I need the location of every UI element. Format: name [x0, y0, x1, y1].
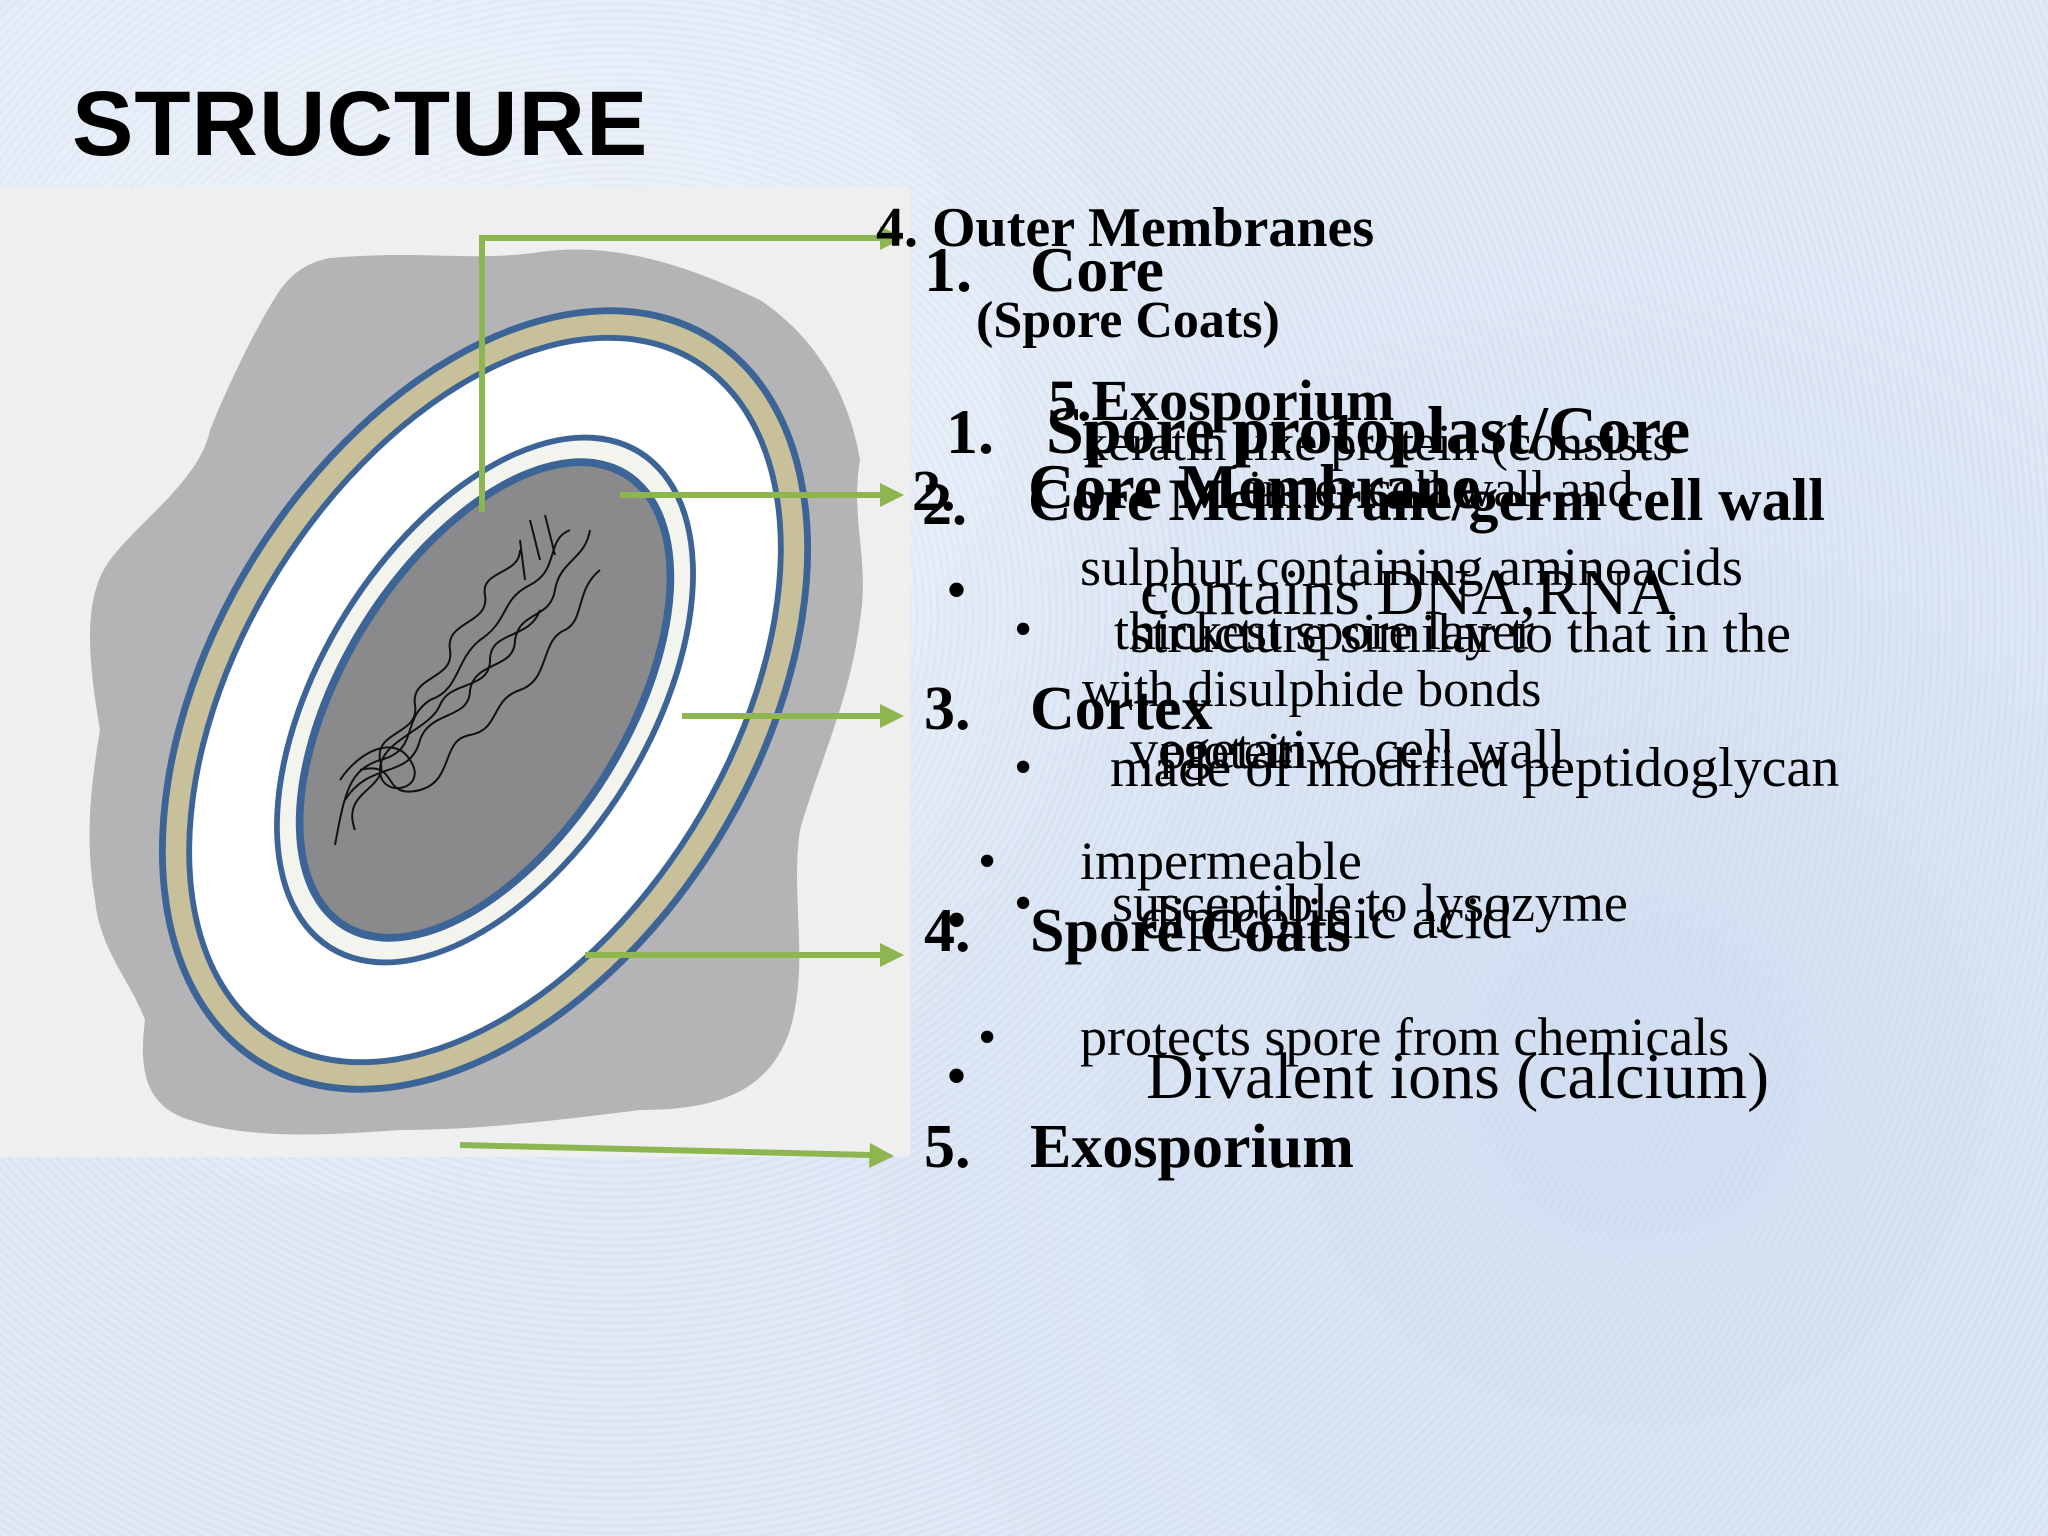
- modified-text: made of modified peptidoglycan: [1110, 737, 1840, 799]
- bullet: •: [946, 887, 968, 953]
- bullet: •: [946, 557, 968, 623]
- outer-membranes-heading: 4. Outer Membranes: [876, 197, 1375, 259]
- inner-cell-wall-text: inner cell wall and: [1248, 461, 1634, 518]
- thickest-text: thickest spore layer: [1114, 601, 1534, 661]
- protoplast-label: Spore protoplast/Core: [1046, 392, 1691, 468]
- protects-text: protects spore from chemicals: [1080, 1007, 1730, 1067]
- label-num-cortex: 3.: [924, 675, 971, 743]
- dipicolinic-text: dipicolinic acid: [1140, 885, 1512, 951]
- bullet: •: [978, 833, 997, 890]
- impermeable-text: impermeable: [1080, 831, 1362, 891]
- protein-text: protein: [1160, 723, 1308, 780]
- label-num-exosporium: 5.: [924, 1113, 971, 1181]
- core-membrane-label: Core Membrane: [1028, 451, 1480, 522]
- arrowheads: [869, 226, 904, 1168]
- leader-lines: [459, 235, 880, 1158]
- label-spore-coats: Spore Coats: [1030, 897, 1351, 965]
- divalent-text: Divalent ions (calcium): [1146, 1040, 1770, 1113]
- label-core: Core: [1030, 234, 1164, 305]
- bullet: •: [1014, 739, 1033, 796]
- label-exosporium: Exosporium: [1030, 1113, 1354, 1181]
- core-membrane-germ-label: Core Membrane/germ cell wall: [1028, 467, 1825, 533]
- spore-rings: [158, 307, 812, 1093]
- slide-title: STRUCTURE: [72, 73, 649, 175]
- keratin-text: keratin like protein (consists: [1082, 415, 1673, 472]
- spore-coats-paren: (Spore Coats): [976, 292, 1280, 349]
- bullet: •: [978, 1009, 997, 1066]
- bullet: •: [1014, 601, 1033, 658]
- core-membrane-num-2: 2.: [922, 471, 967, 537]
- exosporium-heading: 5.Exosporium: [1048, 368, 1395, 433]
- label-cortex: Cortex: [1030, 675, 1213, 743]
- label-num-core: 1.: [924, 234, 972, 305]
- label-num-spore-coats: 4.: [924, 897, 971, 965]
- bullet: •: [946, 1043, 968, 1109]
- structure-similar-text: structure similar to that in the: [1130, 603, 1791, 665]
- core-membrane-num: 2.: [912, 458, 956, 523]
- dna-coil: [334, 514, 601, 846]
- vegetative-text: vegetative cell wall: [1130, 719, 1566, 781]
- protoplast-num: 1.: [946, 396, 994, 467]
- contains-dna-text: contains DNA,RNA: [1140, 556, 1676, 629]
- lysozyme-text: susceptible to lysozyme: [1112, 873, 1628, 933]
- sulphur-text: sulphur containing aminoacids: [1080, 537, 1743, 597]
- bullet: •: [1014, 875, 1033, 932]
- disulphide-text: with disulphide bonds: [1082, 661, 1542, 718]
